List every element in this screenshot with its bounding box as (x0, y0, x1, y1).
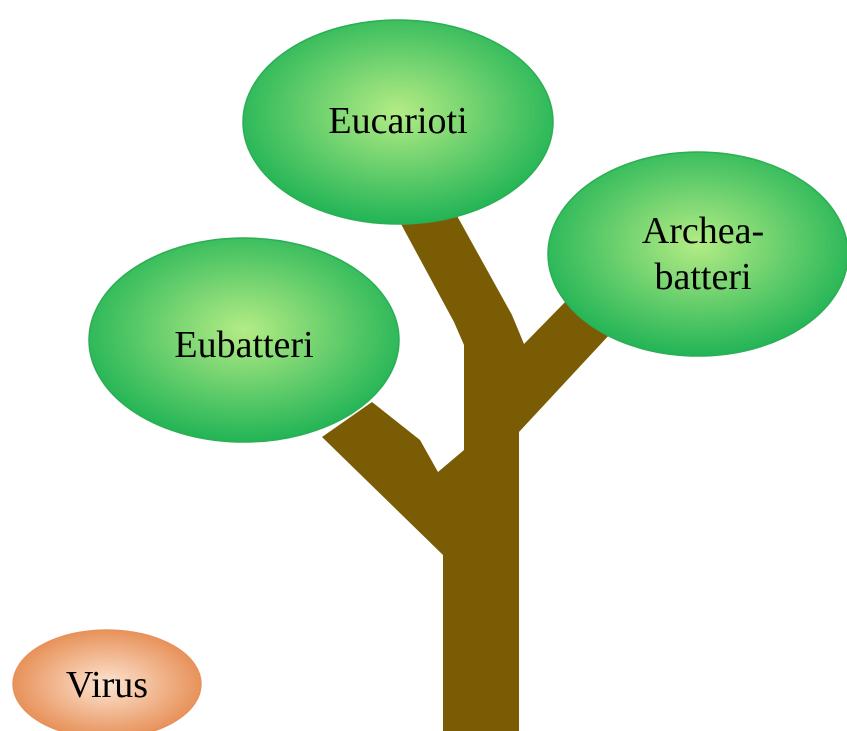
label-virus: Virus (66, 664, 148, 706)
node-eucarioti: Eucarioti (243, 20, 553, 224)
label-eucarioti: Eucarioti (328, 100, 467, 142)
node-eubatteri: Eubatteri (89, 238, 399, 442)
leaf-archeabatteri (548, 152, 847, 356)
node-archeabatteri: Archea- batteri (548, 152, 847, 356)
label-archeabatteri-line1: Archea- (642, 210, 764, 252)
label-archeabatteri-line2: batteri (654, 256, 751, 298)
node-virus: Virus (13, 630, 201, 731)
label-eubatteri: Eubatteri (174, 324, 313, 366)
